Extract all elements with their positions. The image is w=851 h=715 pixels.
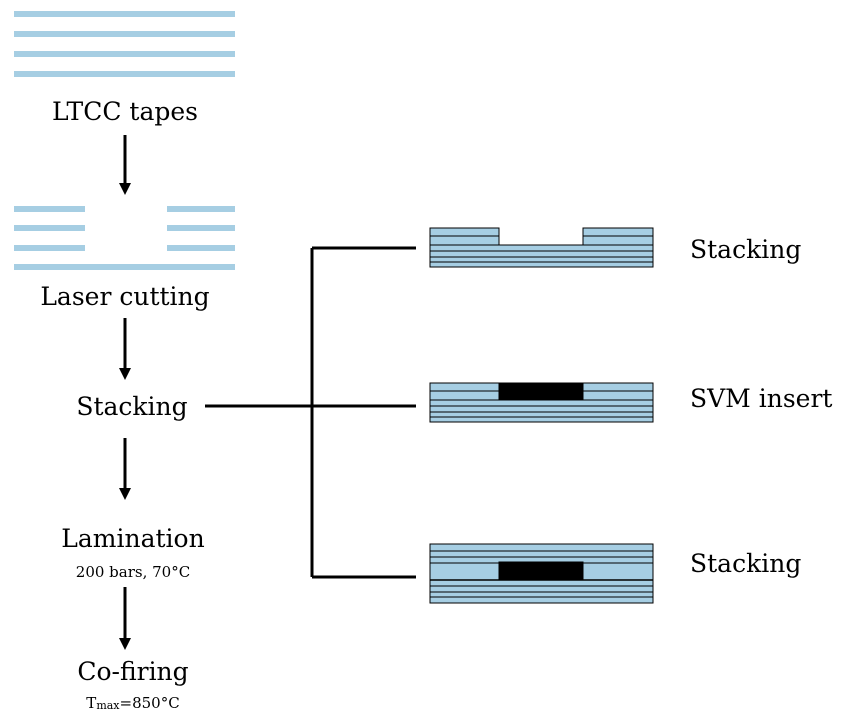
cofiring-parameters: Tmax=850°C <box>86 694 179 712</box>
arrow-down-icon <box>119 318 131 380</box>
arrow-down-icon <box>119 587 131 650</box>
arrow-down-icon <box>119 438 131 500</box>
substep-label-stacking-2: Stacking <box>690 549 801 578</box>
substep-label-stacking-1: Stacking <box>690 235 801 264</box>
stack-with-embedded-insert-illustration <box>429 543 654 604</box>
svm-insert-illustration <box>429 382 654 423</box>
laser-cut-tapes-illustration <box>14 206 235 270</box>
step-label-laser-cutting: Laser cutting <box>40 282 209 311</box>
lamination-parameters: 200 bars, 70°C <box>76 563 190 581</box>
arrow-down-icon <box>119 135 131 195</box>
step-label-tapes: LTCC tapes <box>52 97 198 126</box>
step-label-stacking: Stacking <box>76 392 187 421</box>
stacking-connector-lines <box>205 246 416 579</box>
step-label-lamination: Lamination <box>61 524 204 553</box>
ltcc-tapes-illustration <box>14 11 235 77</box>
substep-label-svm-insert: SVM insert <box>690 384 832 413</box>
step-label-cofiring: Co-firing <box>77 657 188 686</box>
stack-with-cavity-illustration <box>429 227 654 268</box>
